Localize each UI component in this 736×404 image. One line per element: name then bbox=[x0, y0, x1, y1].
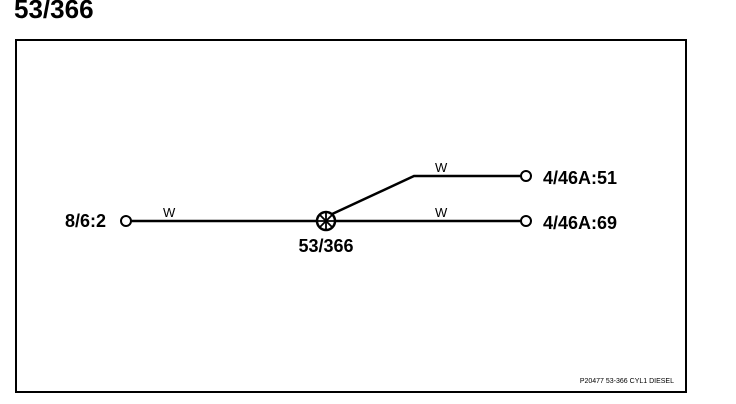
terminal-left-connector bbox=[120, 215, 132, 227]
page-title: 53/366 bbox=[14, 0, 94, 24]
terminal-left-label: 8/6:2 bbox=[65, 211, 106, 231]
wire-top bbox=[329, 174, 521, 217]
diagram-frame bbox=[15, 39, 687, 393]
splice-icon bbox=[315, 210, 337, 232]
terminal-right-top-connector bbox=[520, 170, 532, 182]
wire-left-color: W bbox=[163, 205, 176, 220]
footer-reference: P20477 53-366 CYL1 DIESEL bbox=[580, 378, 674, 385]
splice-label: 53/366 bbox=[298, 236, 353, 256]
wire-bottom-color: W bbox=[435, 205, 448, 220]
terminal-right-top-label: 4/46A:51 bbox=[543, 168, 617, 188]
terminal-right-bottom-label: 4/46A:69 bbox=[543, 213, 617, 233]
terminal-right-bottom-connector bbox=[520, 215, 532, 227]
wire-top-color: W bbox=[435, 160, 448, 175]
